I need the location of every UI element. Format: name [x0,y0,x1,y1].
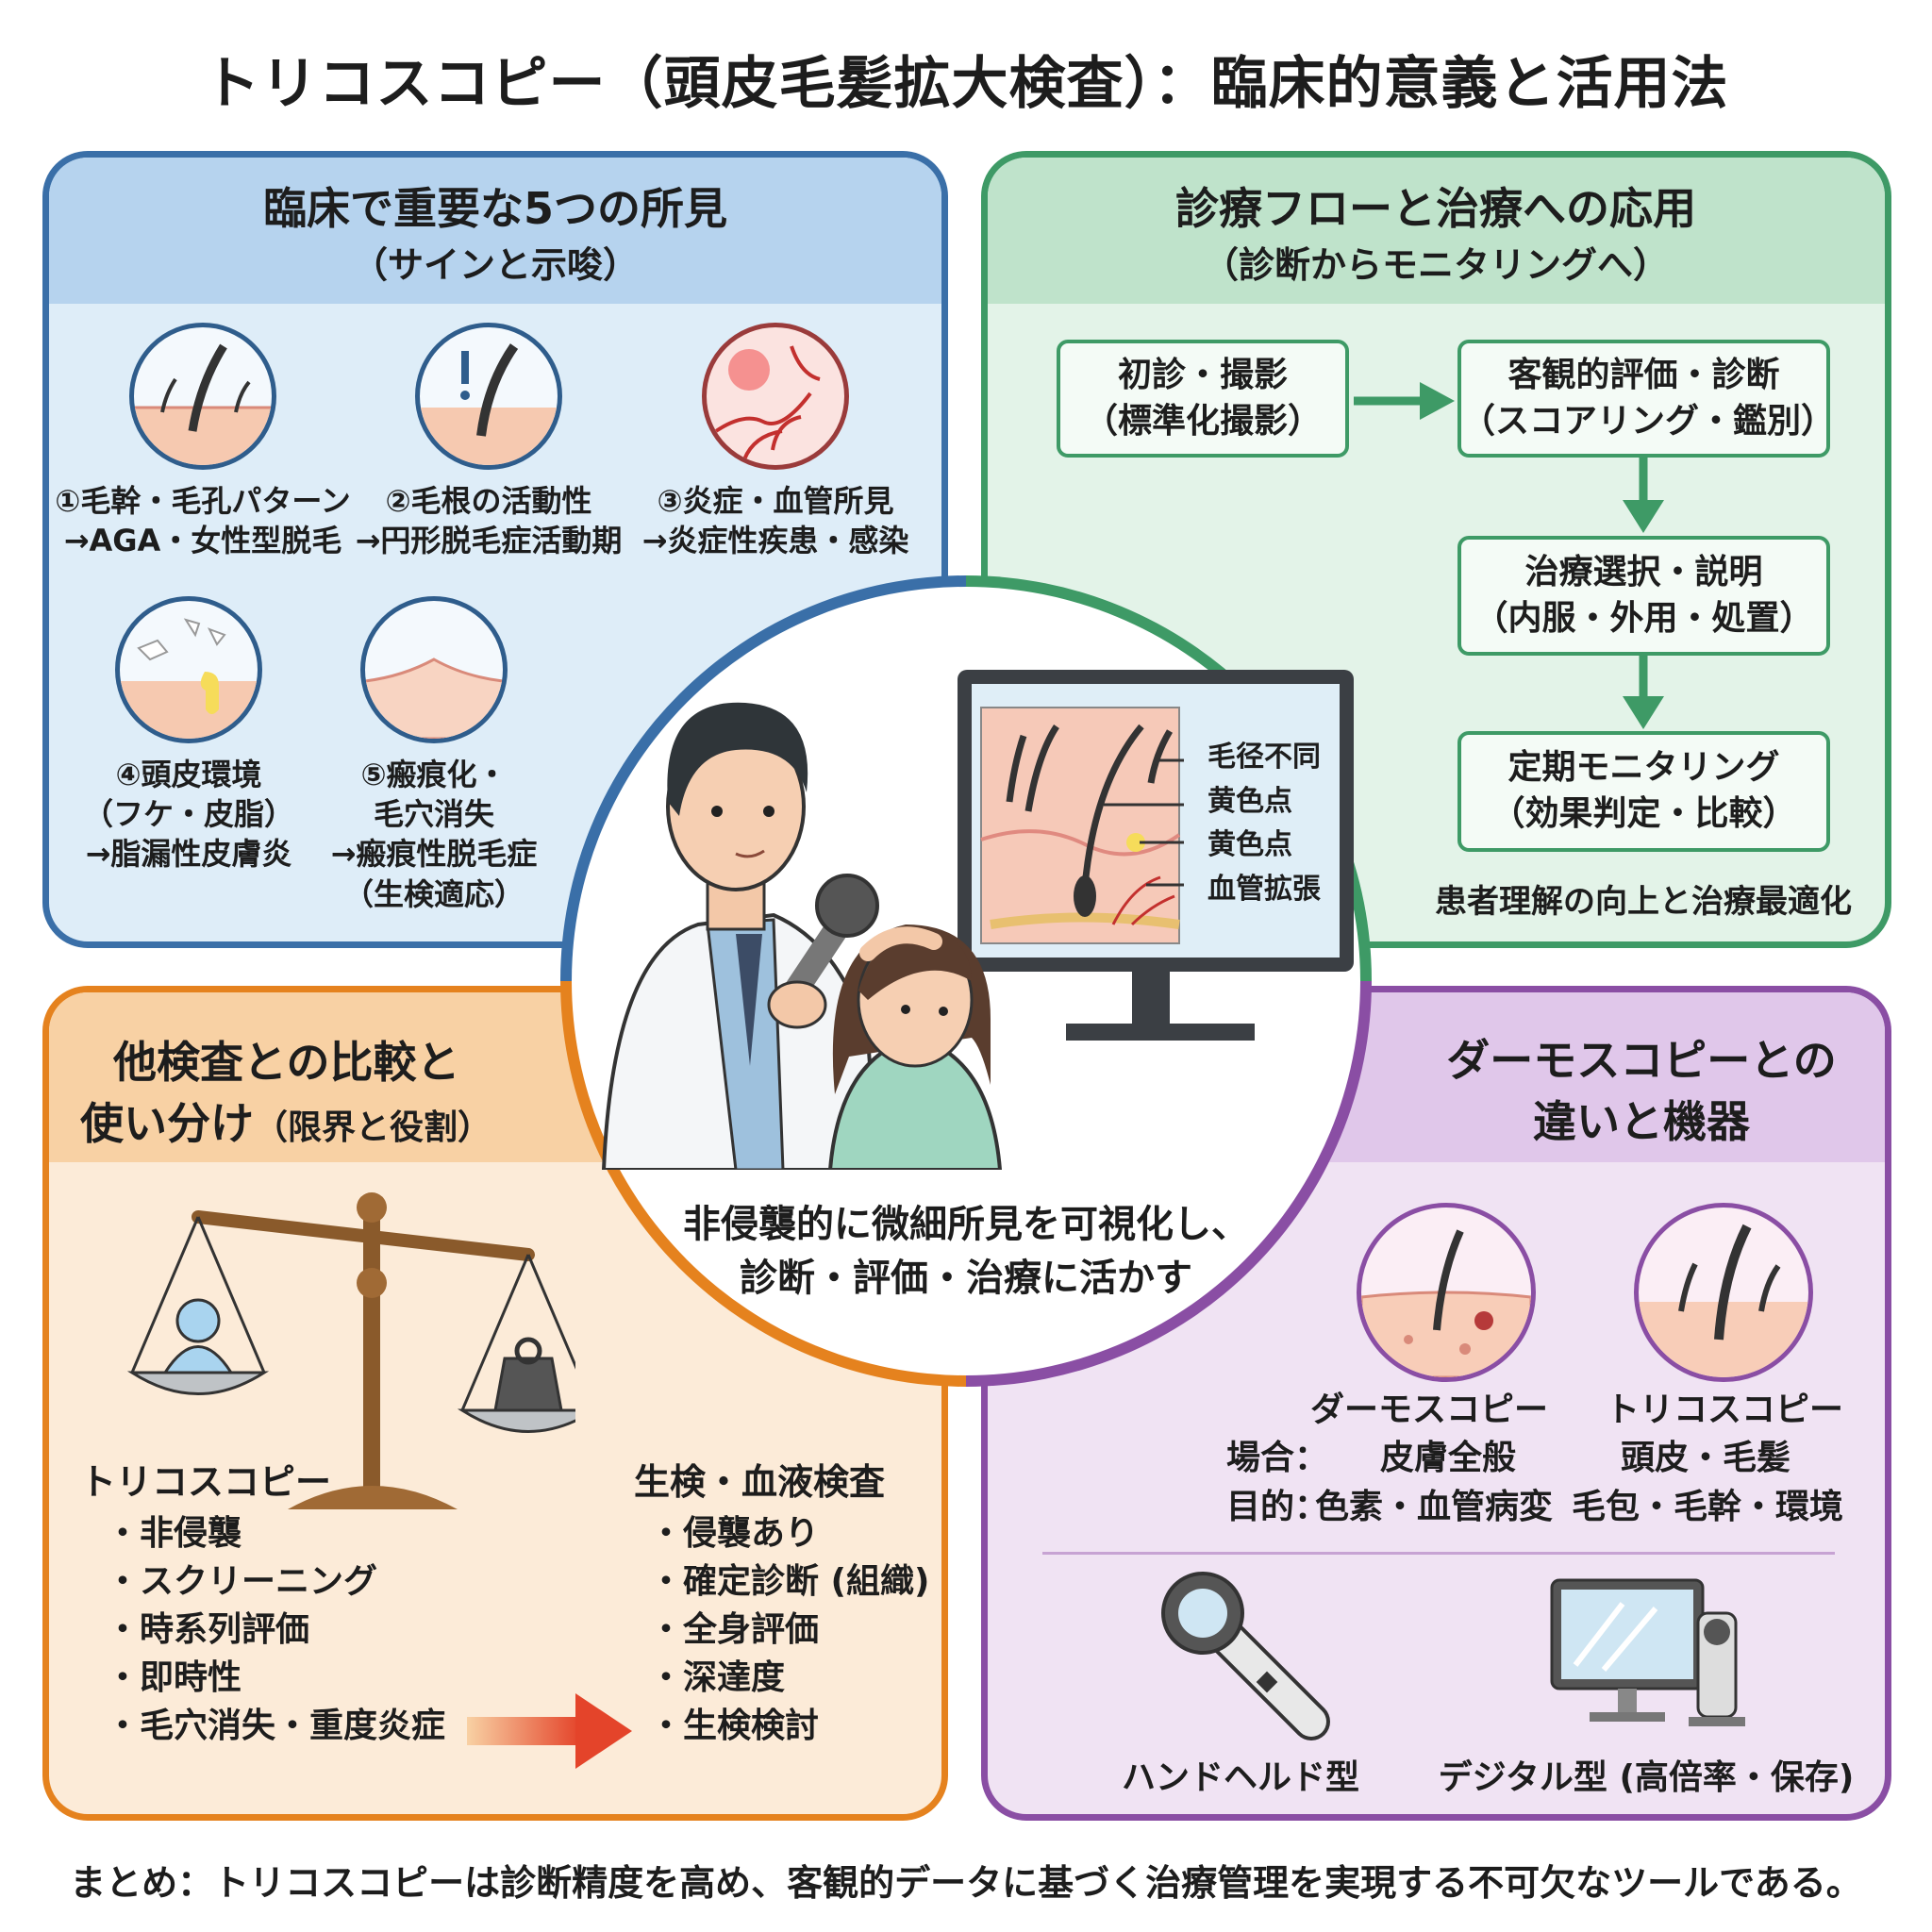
dermoscopy-title-1: ダーモスコピーとの [1446,1035,1837,1086]
divider [1042,1552,1835,1555]
digital-dermatoscope-icon [1550,1578,1745,1726]
balance-scale-icon [126,1192,575,1509]
flow-step-2: 客観的評価・診断（スコアリング・鑑別） [1457,340,1835,458]
skin-lesion-icon [1357,1203,1536,1382]
hair-shaft-icon [129,323,276,470]
row-purpose-trichoscopy: 毛包・毛幹・環境 [1571,1488,1844,1526]
vessel-icon [702,323,849,470]
finding-5: ⑤瘢痕化・毛穴消失→瘢痕性脱毛症（生検適応） [330,757,538,912]
summary: まとめ：トリコスコピーは診断精度を高め、客観的データに基づく治療管理を実現する不… [70,1862,1862,1904]
finding-1: ①毛幹・毛孔パターン→AGA・女性型脱毛 [55,483,351,559]
trichoscopy-col-header: トリコスコピー [1605,1391,1844,1429]
scalp-environment-icon [115,596,262,743]
arrow-right-icon [1354,382,1455,420]
findings-subtitle: （サインと示唆） [351,244,640,286]
flow-step-4: 定期モニタリング（効果判定・比較） [1457,731,1830,852]
handheld-dermatoscope-icon [1161,1572,1330,1740]
row-purpose-dermoscopy: 色素・血管病変 [1314,1488,1554,1526]
comparison-title-1: 他検査との比較と [113,1037,460,1088]
handheld-label: ハンドヘルド型 [1121,1758,1360,1797]
flow-title: 診療フローと治療への応用 [1175,183,1696,234]
finding-2: ②毛根の活動性→円形脱毛症活動期 [355,483,623,559]
flow-subtitle: （診断からモニタリングへ） [1202,244,1670,286]
dermoscopy-col-header: ダーモスコピー [1309,1391,1549,1429]
arrow-right-icon [467,1693,632,1769]
flow-step-3: 治療選択・説明（内服・外用・処置） [1457,536,1830,656]
page-title: トリコスコピー（頭皮毛髪拡大検査）：臨床的意義と活用法 [203,51,1729,117]
center-caption-2: 診断・評価・治療に活かす [740,1257,1192,1300]
monitor-labels: 毛径不同黄色点黄色点血管拡張 [1208,736,1321,911]
arrow-down-icon [1623,656,1664,729]
finding-4: ④頭皮環境（フケ・皮脂）→脂漏性皮膚炎 [82,757,295,873]
arrow-down-icon [1623,458,1664,533]
scarring-icon [360,596,508,743]
trichoscopy-list-title: トリコスコピー [80,1461,332,1503]
findings-title: 臨床で重要な5つの所見 [262,183,728,234]
flow-footer: 患者理解の向上と治療最適化 [1435,883,1852,921]
flow-header [988,158,1885,304]
row-label-purpose: 目的： [1226,1488,1329,1526]
trichoscopy-list: ・非侵襲・スクリーニング・時系列評価・即時性・毛穴消失・重度炎症 [106,1514,446,1745]
hair-root-icon [415,323,562,470]
finding-3: ③炎症・血管所見→炎症性疾患・感染 [641,483,909,559]
biopsy-list: ・侵襲あり・確定診断 (組織)・全身評価・深達度・生検検討 [649,1514,930,1745]
biopsy-list-title: 生検・血液検査 [634,1461,886,1503]
digital-label: デジタル型 (高倍率・保存) [1438,1758,1855,1797]
findings-panel [42,151,948,948]
row-label-site: 場合： [1226,1439,1329,1477]
flow-step-1: 初診・撮影（標準化撮影） [1057,340,1349,458]
hair-follicle-icon [1634,1203,1813,1382]
dermoscopy-title-2: 違いと機器 [1533,1096,1750,1147]
findings-header [49,158,941,304]
center-caption-1: 非侵襲的に微細所見を可視化し、 [683,1203,1249,1246]
row-site-trichoscopy: 頭皮・毛髪 [1620,1439,1791,1477]
row-site-dermoscopy: 皮膚全般 [1379,1439,1517,1477]
comparison-title-2: 使い分け（限界と役割） [80,1098,492,1149]
